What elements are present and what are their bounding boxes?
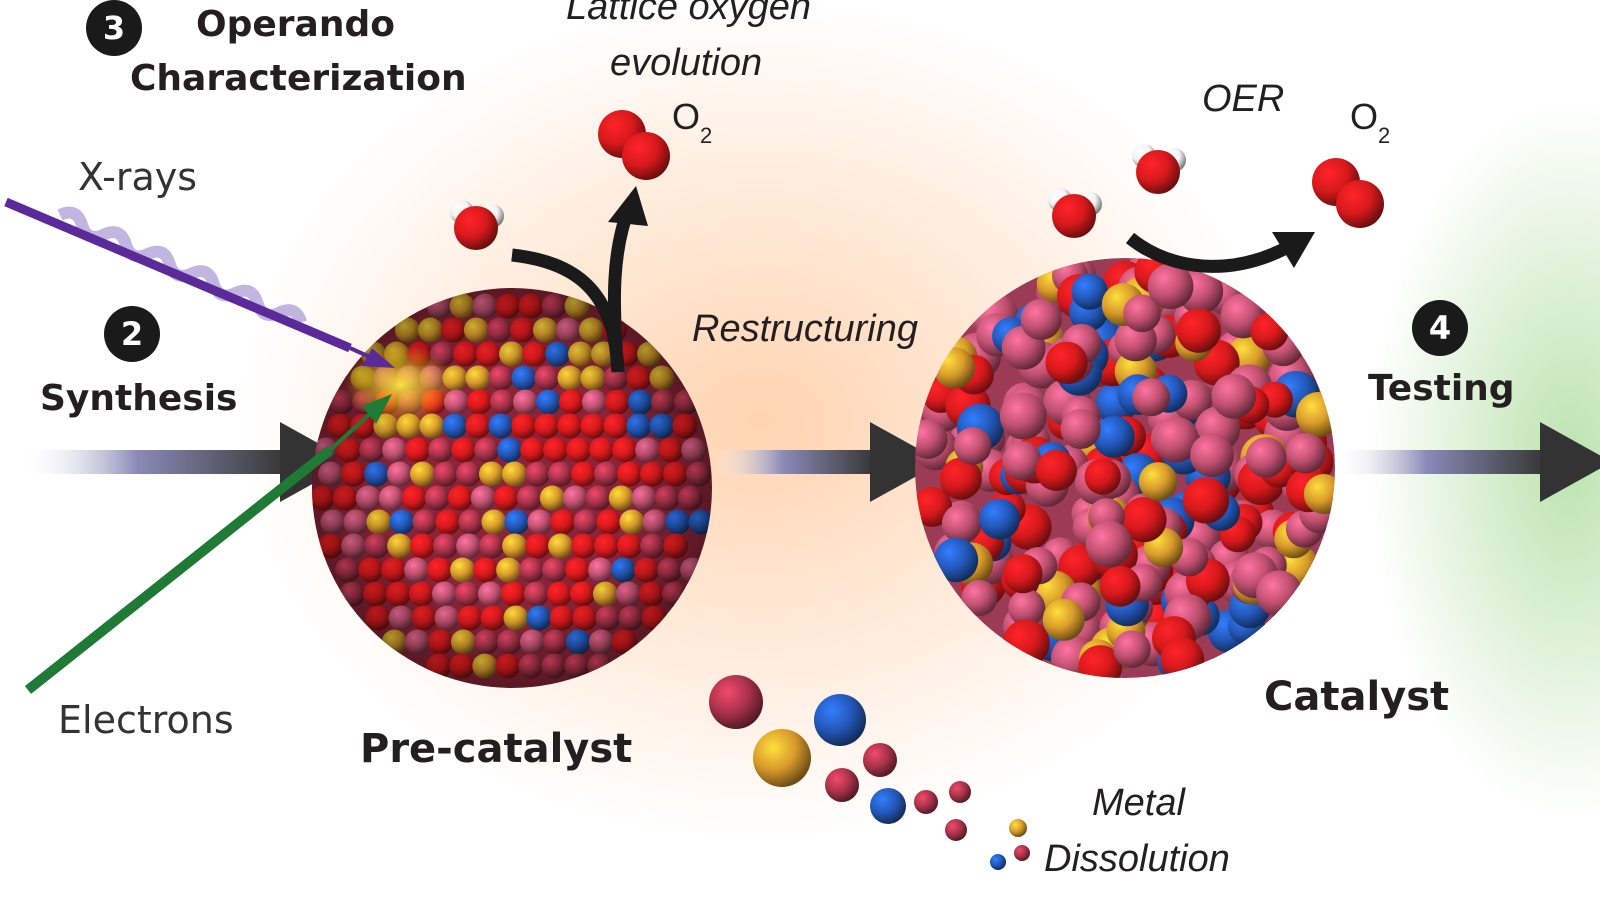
electrons-label: Electrons — [58, 698, 234, 742]
o2-label-right: O2 — [1350, 96, 1390, 148]
oxygen-atom — [1336, 180, 1384, 228]
atom — [1153, 416, 1199, 463]
atom — [1303, 474, 1335, 515]
restructuring-label: Restructuring — [692, 308, 918, 350]
oer-arrow — [1125, 232, 1294, 273]
arrow-shaft — [1334, 450, 1540, 474]
o2-subscript: 2 — [700, 123, 713, 149]
atom — [1245, 437, 1287, 478]
atom — [1121, 497, 1167, 543]
arrow-head — [1540, 422, 1600, 502]
atom — [961, 579, 998, 617]
beam-hotspot — [345, 345, 455, 425]
testing-label: Testing — [1368, 368, 1515, 409]
xray-beam — [4, 197, 352, 353]
atom — [979, 498, 1020, 540]
molecules — [450, 110, 1384, 250]
atom — [1060, 408, 1101, 450]
atom — [1211, 373, 1257, 419]
oxygen-atom — [1052, 194, 1096, 238]
atom — [999, 392, 1047, 440]
xrays-label: X-rays — [78, 155, 198, 199]
lattice-oxygen-label-line1: Lattice oxygen — [566, 0, 812, 28]
atom — [1092, 416, 1135, 458]
metal-ion — [1009, 819, 1027, 837]
metal-ion — [990, 854, 1006, 870]
atom — [1182, 477, 1230, 524]
step-2-badge: 2 — [104, 306, 160, 362]
metal-ion — [1014, 845, 1030, 861]
electron-beam — [24, 446, 334, 694]
atom — [1138, 462, 1178, 501]
dissolved-metal-ions — [709, 675, 1030, 870]
arrow-shaft — [20, 450, 280, 474]
oxygen-atom — [1136, 150, 1180, 194]
atom — [1042, 598, 1085, 641]
metal-ion — [825, 768, 859, 802]
characterization-title-line1: Operando — [196, 4, 395, 45]
precatalyst-label: Pre-catalyst — [360, 726, 633, 772]
catalyst-label: Catalyst — [1264, 674, 1450, 720]
dissolution-label-line2: Dissolution — [1044, 838, 1230, 880]
electron-arrowhead — [362, 394, 392, 424]
arrow-head — [870, 422, 942, 502]
metal-ion — [914, 790, 938, 814]
atom — [1045, 341, 1088, 384]
o2-label-left: O2 — [672, 96, 712, 148]
oxygen-atom — [622, 132, 670, 180]
atom — [1035, 449, 1077, 491]
atom — [1008, 589, 1046, 627]
xray-arrowhead — [362, 348, 395, 368]
metal-ion — [709, 675, 763, 729]
o2-symbol: O — [1350, 96, 1379, 137]
atom — [939, 457, 982, 500]
atom — [1296, 392, 1335, 437]
atom — [1002, 441, 1042, 481]
electron-beam-tip — [328, 410, 374, 452]
metal-ion — [753, 729, 811, 787]
atom — [1147, 263, 1194, 310]
o2-subscript: 2 — [1378, 123, 1391, 149]
lattice-oxygen-label-line2: evolution — [610, 42, 763, 84]
atom — [953, 427, 992, 465]
atom — [915, 486, 953, 527]
atom — [941, 503, 982, 544]
synthesis-label: Synthesis — [40, 378, 238, 419]
characterization-title-line2: Characterization — [130, 58, 467, 99]
atom — [1250, 312, 1289, 351]
atom — [1113, 630, 1151, 668]
atom — [1020, 298, 1062, 341]
atom — [1099, 565, 1141, 607]
metal-ion — [870, 788, 906, 824]
atom — [933, 537, 979, 583]
o2-symbol: O — [672, 96, 701, 137]
lattice-oxygen-arrowhead — [608, 186, 648, 226]
atom — [1176, 308, 1221, 353]
atom — [1123, 294, 1161, 333]
atom — [1132, 378, 1171, 417]
atom — [1084, 458, 1121, 495]
atom — [1256, 570, 1303, 617]
metal-ion — [814, 694, 866, 746]
oer-label: OER — [1202, 78, 1285, 120]
atom — [1003, 554, 1043, 594]
atom — [1285, 432, 1326, 474]
step-4-badge: 4 — [1412, 300, 1468, 356]
step-3-badge: 3 — [86, 0, 142, 56]
catalyst-sphere — [915, 258, 1335, 678]
metal-ion — [945, 819, 967, 841]
oxygen-atom — [454, 206, 498, 250]
metal-ion — [863, 743, 897, 777]
atom — [1071, 273, 1108, 310]
dissolution-label-line1: Metal — [1092, 782, 1185, 824]
oer-arrowhead — [1272, 232, 1315, 268]
process-arrows — [20, 422, 1600, 502]
atom — [1190, 433, 1234, 478]
atom — [1085, 520, 1133, 568]
metal-ion — [949, 781, 971, 803]
arrow-shaft — [712, 450, 870, 474]
